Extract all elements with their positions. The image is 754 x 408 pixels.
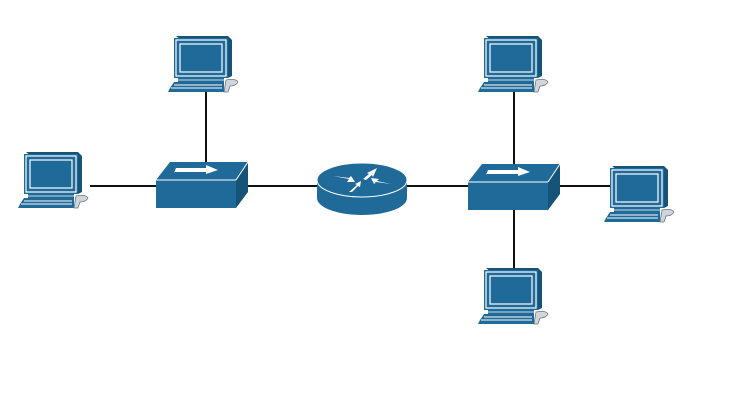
pc-right-side[interactable] — [603, 165, 675, 223]
switch-right[interactable] — [467, 163, 561, 211]
links — [90, 92, 610, 268]
computer-icon — [167, 35, 239, 93]
computer-icon — [477, 267, 549, 325]
pc-left-side[interactable] — [17, 151, 89, 209]
pc-right-bottom[interactable] — [477, 267, 549, 325]
computer-icon — [17, 151, 89, 209]
switch-icon — [155, 161, 249, 209]
computer-icon — [477, 35, 549, 93]
router-icon — [316, 162, 408, 216]
router[interactable] — [316, 162, 408, 216]
switch-left[interactable] — [155, 161, 249, 209]
pc-right-top[interactable] — [477, 35, 549, 93]
switch-icon — [467, 163, 561, 211]
pc-left-top[interactable] — [167, 35, 239, 93]
computer-icon — [603, 165, 675, 223]
